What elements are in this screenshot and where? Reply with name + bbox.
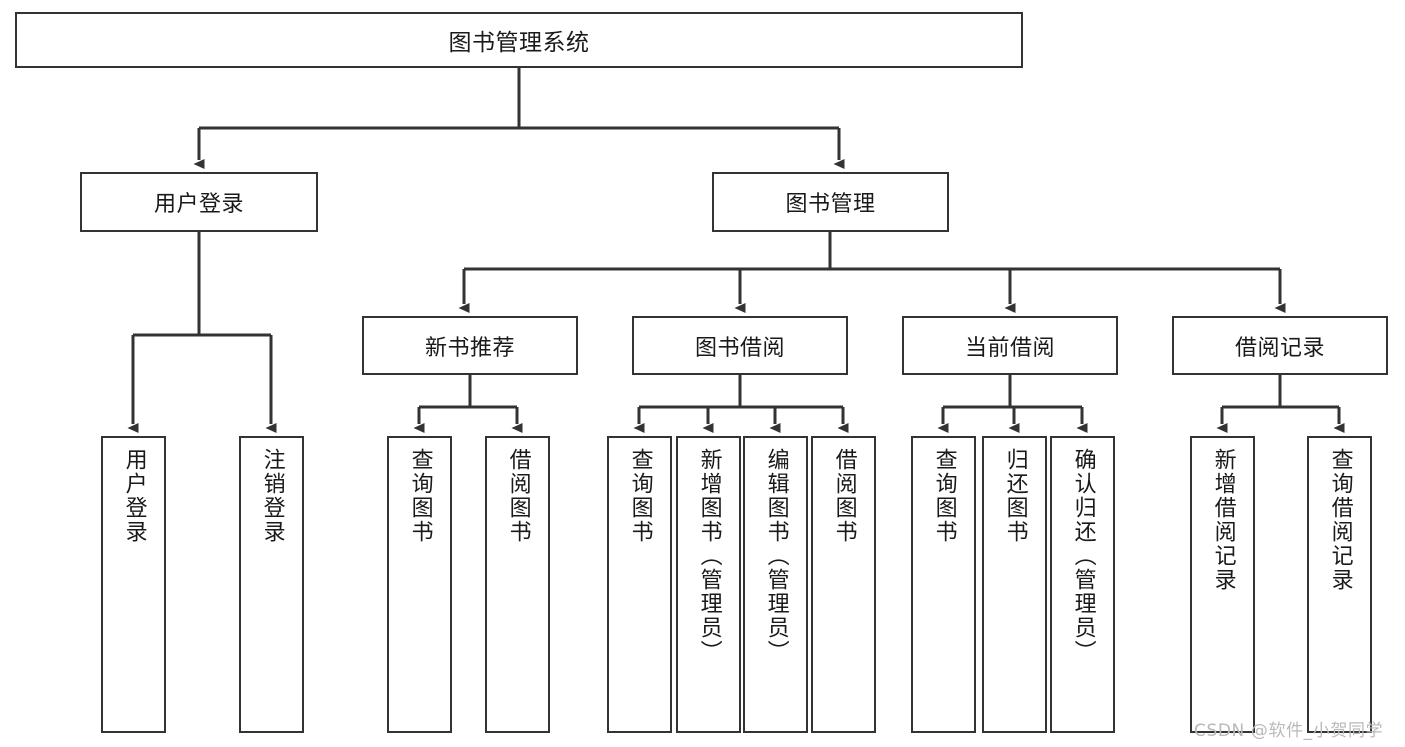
leaf-borrow-book-new[interactable]: 借阅图书: [485, 436, 550, 733]
node-label: 编辑图书（管理员）: [763, 448, 789, 664]
node-label: 新增图书（管理员）: [696, 448, 722, 664]
node-new-book-recommendation[interactable]: 新书推荐: [362, 316, 578, 375]
node-label: 确认归还（管理员）: [1070, 448, 1096, 664]
node-label: 借阅记录: [1234, 335, 1325, 361]
leaf-query-book-borrow[interactable]: 查询图书: [607, 436, 672, 733]
node-label: 用户登录: [121, 448, 147, 544]
node-label: 查询图书: [931, 448, 957, 544]
node-label: 图书管理系统: [448, 30, 590, 56]
leaf-query-borrow-record[interactable]: 查询借阅记录: [1307, 436, 1372, 733]
node-user-login[interactable]: 用户登录: [80, 172, 318, 232]
leaf-return-book[interactable]: 归还图书: [982, 436, 1047, 733]
node-label: 新书推荐: [424, 335, 515, 361]
node-label: 注销登录: [259, 448, 285, 544]
leaf-edit-book-admin[interactable]: 编辑图书（管理员）: [743, 436, 808, 733]
node-book-borrowing[interactable]: 图书借阅: [632, 316, 848, 375]
node-label: 借阅图书: [505, 448, 531, 544]
node-label: 归还图书: [1002, 448, 1028, 544]
node-label: 借阅图书: [831, 448, 857, 544]
node-book-management[interactable]: 图书管理: [712, 172, 949, 232]
node-label: 查询图书: [407, 448, 433, 544]
leaf-logout[interactable]: 注销登录: [239, 436, 304, 733]
leaf-add-book-admin[interactable]: 新增图书（管理员）: [676, 436, 741, 733]
node-label: 新增借阅记录: [1210, 448, 1236, 592]
node-label: 查询图书: [627, 448, 653, 544]
leaf-user-login[interactable]: 用户登录: [101, 436, 166, 733]
leaf-confirm-return-admin[interactable]: 确认归还（管理员）: [1050, 436, 1115, 733]
leaf-query-book-new[interactable]: 查询图书: [387, 436, 452, 733]
node-label: 图书借阅: [694, 335, 785, 361]
node-label: 查询借阅记录: [1327, 448, 1353, 592]
node-root-system[interactable]: 图书管理系统: [15, 12, 1023, 68]
leaf-add-borrow-record[interactable]: 新增借阅记录: [1190, 436, 1255, 733]
node-borrowing-records[interactable]: 借阅记录: [1172, 316, 1388, 375]
leaf-query-book-current[interactable]: 查询图书: [911, 436, 976, 733]
node-label: 图书管理: [785, 192, 876, 217]
node-label: 用户登录: [153, 192, 244, 217]
node-label: 当前借阅: [964, 335, 1055, 361]
csdn-watermark: CSDN @软件_小贺同学: [1194, 721, 1384, 741]
node-current-borrowing[interactable]: 当前借阅: [902, 316, 1118, 375]
leaf-borrow-book[interactable]: 借阅图书: [811, 436, 876, 733]
